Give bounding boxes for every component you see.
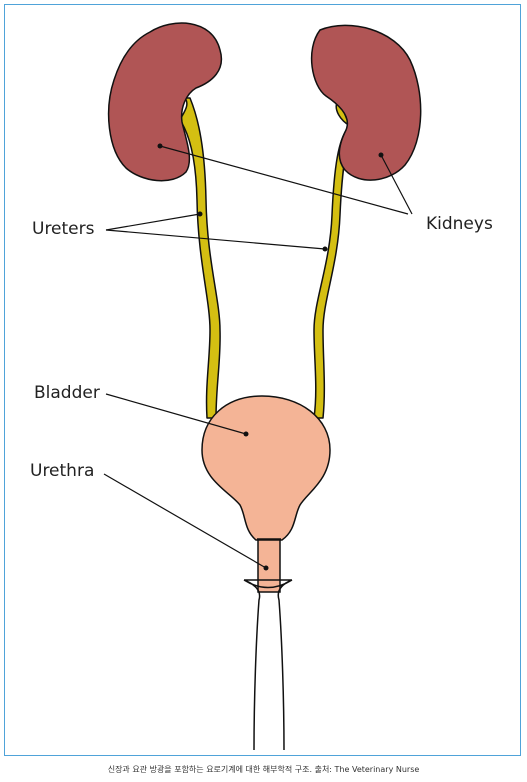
ureter-dot-left — [197, 211, 203, 217]
right-kidney — [310, 24, 422, 181]
left-kidney — [107, 22, 223, 182]
urethra-pointer — [103, 473, 267, 569]
urethra-dot — [263, 565, 269, 571]
ureter-pointer-left — [105, 213, 201, 231]
urinary-tract-diagram: Ureters Kidneys Bladder Urethra — [30, 22, 493, 751]
bladder-pointer — [105, 393, 247, 435]
figure-caption: 신장과 요관 방광을 포함하는 요로기계에 대한 해부학적 구조. 출처: Th… — [107, 765, 420, 774]
kidney-pointer-left — [159, 145, 409, 215]
bladder-dot — [243, 431, 249, 437]
external-outline — [243, 579, 293, 751]
kidney-pointer-right — [380, 154, 413, 215]
urethra-label: Urethra — [30, 461, 94, 481]
bladder-label: Bladder — [34, 383, 100, 403]
left-ureter — [179, 97, 221, 419]
ureters-label: Ureters — [32, 219, 95, 239]
ureter-dot-right — [322, 246, 328, 252]
figure-frame — [4, 4, 521, 756]
kidney-dot-right — [378, 152, 384, 158]
ureter-pointer-right — [105, 229, 326, 250]
kidneys-label: Kidneys — [426, 214, 493, 234]
bladder — [201, 395, 331, 541]
kidney-dot-left — [157, 143, 163, 149]
